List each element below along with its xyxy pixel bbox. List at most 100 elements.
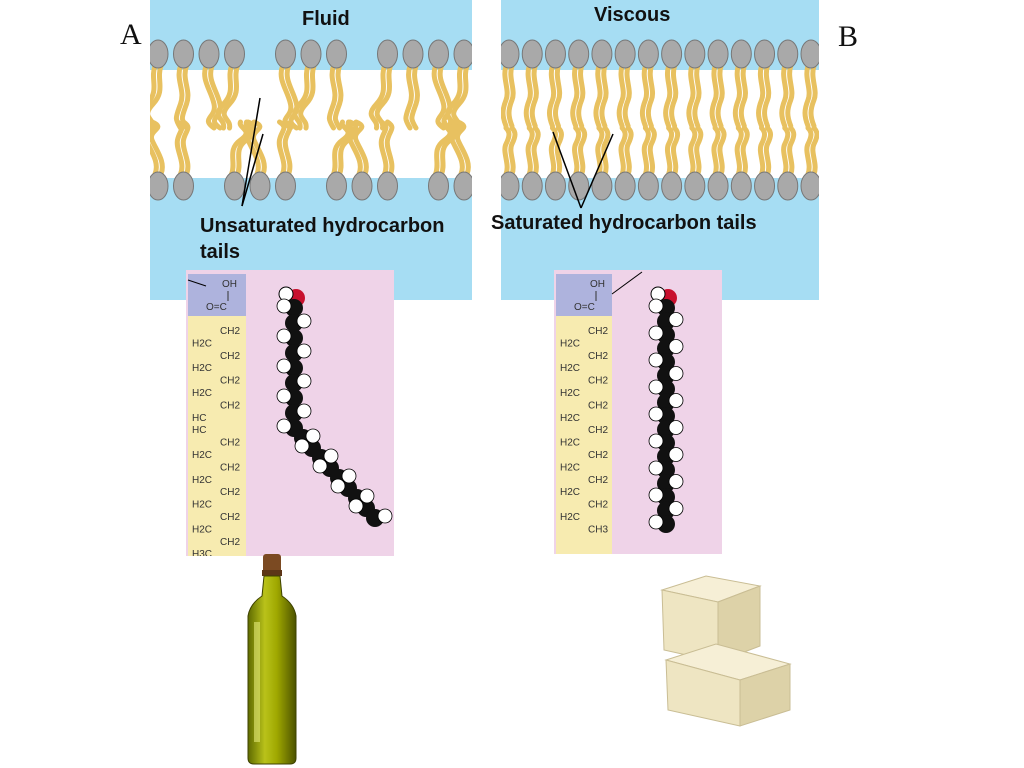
formula-group: HC	[192, 425, 206, 436]
lipid-head	[428, 39, 449, 69]
hydrogen-atom	[359, 488, 375, 504]
hydrogen-atom	[296, 373, 312, 389]
formula-group: H2C	[192, 524, 212, 535]
lipid-head	[684, 39, 706, 69]
formula-group: CH2	[220, 326, 240, 337]
lipid-head	[300, 39, 322, 69]
formula-group: H2C	[560, 487, 580, 498]
formula-group: H2C	[560, 413, 580, 424]
lipid-head	[377, 39, 398, 69]
hydrogen-atom	[276, 298, 292, 314]
lipid-head	[453, 39, 472, 69]
lipid-head	[800, 171, 819, 201]
lipid-head	[544, 39, 566, 69]
formula-group: H3C	[192, 549, 212, 556]
lipid-head	[800, 39, 819, 69]
formula-group: CH2	[220, 351, 240, 362]
fluid-title: Fluid	[302, 8, 350, 30]
hydrogen-atom	[296, 403, 312, 419]
lipid-head	[730, 171, 752, 201]
hydrogen-atom	[377, 508, 393, 524]
olive-oil-bottle	[247, 554, 297, 765]
hydrogen-atom	[312, 458, 328, 474]
lipid-head	[521, 39, 543, 69]
lipid-head	[249, 171, 271, 201]
fluid-caption-line2: tails	[200, 241, 241, 263]
lipid-head	[453, 171, 472, 201]
lipid-head	[544, 171, 566, 201]
formula-group: H2C	[560, 363, 580, 374]
lipid-head	[150, 39, 169, 69]
hydrogen-atom	[341, 468, 357, 484]
hydrogen-atom	[668, 501, 684, 516]
hydrogen-atom	[668, 312, 684, 327]
fluid-membrane-diagram	[150, 0, 472, 300]
hydrogen-atom	[668, 420, 684, 435]
unsaturated-space-filling-model	[276, 286, 393, 527]
lipid-head	[754, 171, 776, 201]
formula-group: CH2	[588, 351, 608, 362]
lipid-head	[637, 39, 659, 69]
hydrogen-atom	[305, 428, 321, 444]
lipid-head	[591, 39, 613, 69]
formula-group: H2C	[560, 512, 580, 523]
unsaturated-structure: OH O=C CH2H2CCH2H2CCH2H2CCH2HCHCCH2H2CCH…	[186, 270, 394, 556]
lipid-head	[173, 171, 194, 201]
hydrogen-atom	[348, 498, 364, 514]
viscous-title: Viscous	[594, 4, 671, 26]
viscous-lipid-heads	[501, 39, 819, 201]
hydrogen-atom	[648, 487, 664, 503]
fluid-lipid-heads	[150, 39, 472, 201]
formula-group: H2C	[192, 388, 212, 399]
viscous-membrane-diagram	[501, 0, 819, 300]
hydrogen-atom	[648, 379, 664, 395]
formula-group: CH2	[588, 450, 608, 461]
lipid-head	[754, 39, 776, 69]
formula-group: H2C	[560, 438, 580, 449]
lipid-head	[614, 171, 636, 201]
lipid-head	[501, 39, 520, 69]
viscous-lipid-tails	[501, 63, 819, 177]
lipid-head	[614, 39, 636, 69]
formula-group: H2C	[192, 450, 212, 461]
hydrogen-atom	[648, 352, 664, 368]
hydrogen-atom	[296, 313, 312, 329]
formula-group: HC	[192, 413, 206, 424]
formula-group: CH2	[220, 487, 240, 498]
lipid-head	[224, 39, 245, 69]
hydrogen-atom	[648, 406, 664, 422]
hydrogen-atom	[276, 418, 292, 434]
hydrogen-atom	[330, 478, 346, 494]
unsaturated-formula: OH O=C CH2H2CCH2H2CCH2H2CCH2HCHCCH2H2CCH…	[192, 279, 240, 556]
formula-group: H2C	[560, 388, 580, 399]
fluid-caption-line1: Unsaturated hydrocarbon	[200, 215, 445, 237]
lipid-head	[326, 171, 347, 201]
hydrogen-atom	[648, 325, 664, 341]
lipid-head	[777, 39, 799, 69]
lipid-head	[707, 39, 729, 69]
formula-group: CH2	[220, 512, 240, 523]
saturated-structure: OH O=C CH2H2CCH2H2CCH2H2CCH2H2CCH2H2CCH2…	[554, 270, 722, 554]
lipid-head	[521, 171, 543, 201]
lipid-head	[150, 171, 169, 201]
hydrogen-atom	[648, 460, 664, 476]
lipid-head	[326, 39, 347, 69]
hydrogen-atom	[294, 438, 310, 454]
hydrogen-atom	[668, 447, 684, 462]
formula-oh: OH	[222, 279, 237, 290]
lipid-head	[275, 39, 296, 69]
lipid-head	[591, 171, 613, 201]
lipid-head	[568, 39, 590, 69]
lipid-head	[377, 171, 398, 201]
formula-group: CH2	[220, 438, 240, 449]
lipid-head	[661, 171, 683, 201]
formula-group: CH2	[220, 537, 240, 548]
hydrogen-atom	[296, 343, 312, 359]
hydrogen-atom	[668, 393, 684, 408]
hydrogen-atom	[276, 358, 292, 374]
hydrogen-atom	[276, 388, 292, 404]
viscous-caption: Saturated hydrocarbon tails	[491, 212, 757, 234]
lipid-head	[351, 171, 373, 201]
lipid-head	[501, 171, 520, 201]
saturated-space-filling-model	[648, 286, 684, 533]
